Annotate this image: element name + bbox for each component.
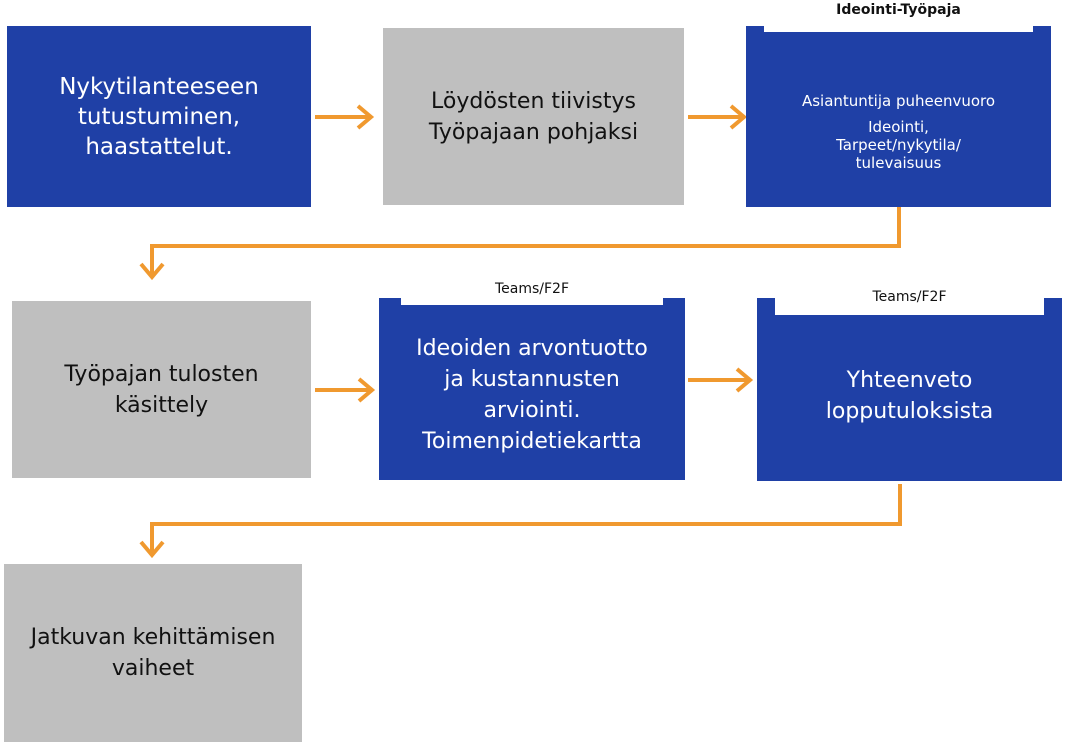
arrow-b4-b5	[315, 377, 376, 403]
box-arvontuotto-line-4: Toimenpidetiekartta	[422, 429, 642, 454]
box-loydosten-line-2: Työpajaan pohjaksi	[428, 119, 639, 145]
box-ideointi-line-2: Tarpeet/nykytila/	[836, 135, 961, 154]
arrow-b6-b7	[139, 484, 902, 559]
box-yhteenveto: Yhteenveto lopputuloksista	[757, 296, 1062, 481]
box-arvontuotto-line-3: arviointi.	[483, 398, 581, 423]
tab-label-teams-f2f-1: Teams/F2F	[494, 281, 570, 297]
tab-label-teams-f2f-2: Teams/F2F	[872, 289, 947, 305]
box-nykytilanne-line-2: tutustuminen,	[77, 103, 241, 130]
box-yhteenveto-line-2: lopputuloksista	[825, 398, 994, 424]
box-ideointi-tyopaja: Asiantuntija puheenvuoro Ideointi, Tarpe…	[746, 24, 1051, 207]
box-ideointi-line-1: Ideointi,	[868, 117, 929, 136]
box-arvontuotto-line-2: ja kustannusten	[444, 367, 620, 392]
arrow-b3-b4	[139, 207, 901, 281]
tab-notch	[401, 296, 663, 305]
box-nykytilanne-line-3: haastattelut.	[85, 133, 233, 160]
tab-label-ideointi-tyopaja: Ideointi-Työpaja	[836, 2, 961, 18]
box-jatkuvan-line-1: Jatkuvan kehittämisen	[30, 625, 276, 650]
box-tyopajan-tulosten-kasittely: Työpajan tulosten käsittely	[12, 301, 311, 478]
box-ideointi-line-3: tulevaisuus	[855, 153, 942, 172]
box-tyopajan-line-1: Työpajan tulosten	[64, 361, 259, 387]
box-loydosten-tiivistys: Löydösten tiivistys Työpajaan pohjaksi	[383, 28, 684, 205]
box-jatkuvan-kehittamisen: Jatkuvan kehittämisen vaiheet	[4, 564, 302, 742]
arrow-b2-b3	[688, 104, 748, 130]
box-loydosten-line-1: Löydösten tiivistys	[431, 88, 636, 114]
tab-notch	[775, 296, 1044, 315]
box-arvontuotto-line-1: Ideoiden arvontuotto	[416, 336, 648, 361]
box-nykytilanne: Nykytilanteeseen tutustuminen, haastatte…	[7, 26, 311, 207]
box-nykytilanne-line-1: Nykytilanteeseen	[59, 73, 259, 100]
box-ideointi-line-asiantuntija: Asiantuntija puheenvuoro	[801, 91, 996, 110]
tab-notch	[764, 24, 1033, 32]
arrow-b1-b2	[315, 104, 375, 130]
box-tyopajan-line-2: käsittely	[114, 392, 209, 418]
arrow-b5-b6	[688, 367, 754, 393]
box-yhteenveto-line-1: Yhteenveto	[846, 367, 973, 393]
box-jatkuvan-line-2: vaiheet	[111, 656, 195, 681]
box-ideoiden-arvontuotto: Ideoiden arvontuotto ja kustannusten arv…	[379, 296, 685, 480]
